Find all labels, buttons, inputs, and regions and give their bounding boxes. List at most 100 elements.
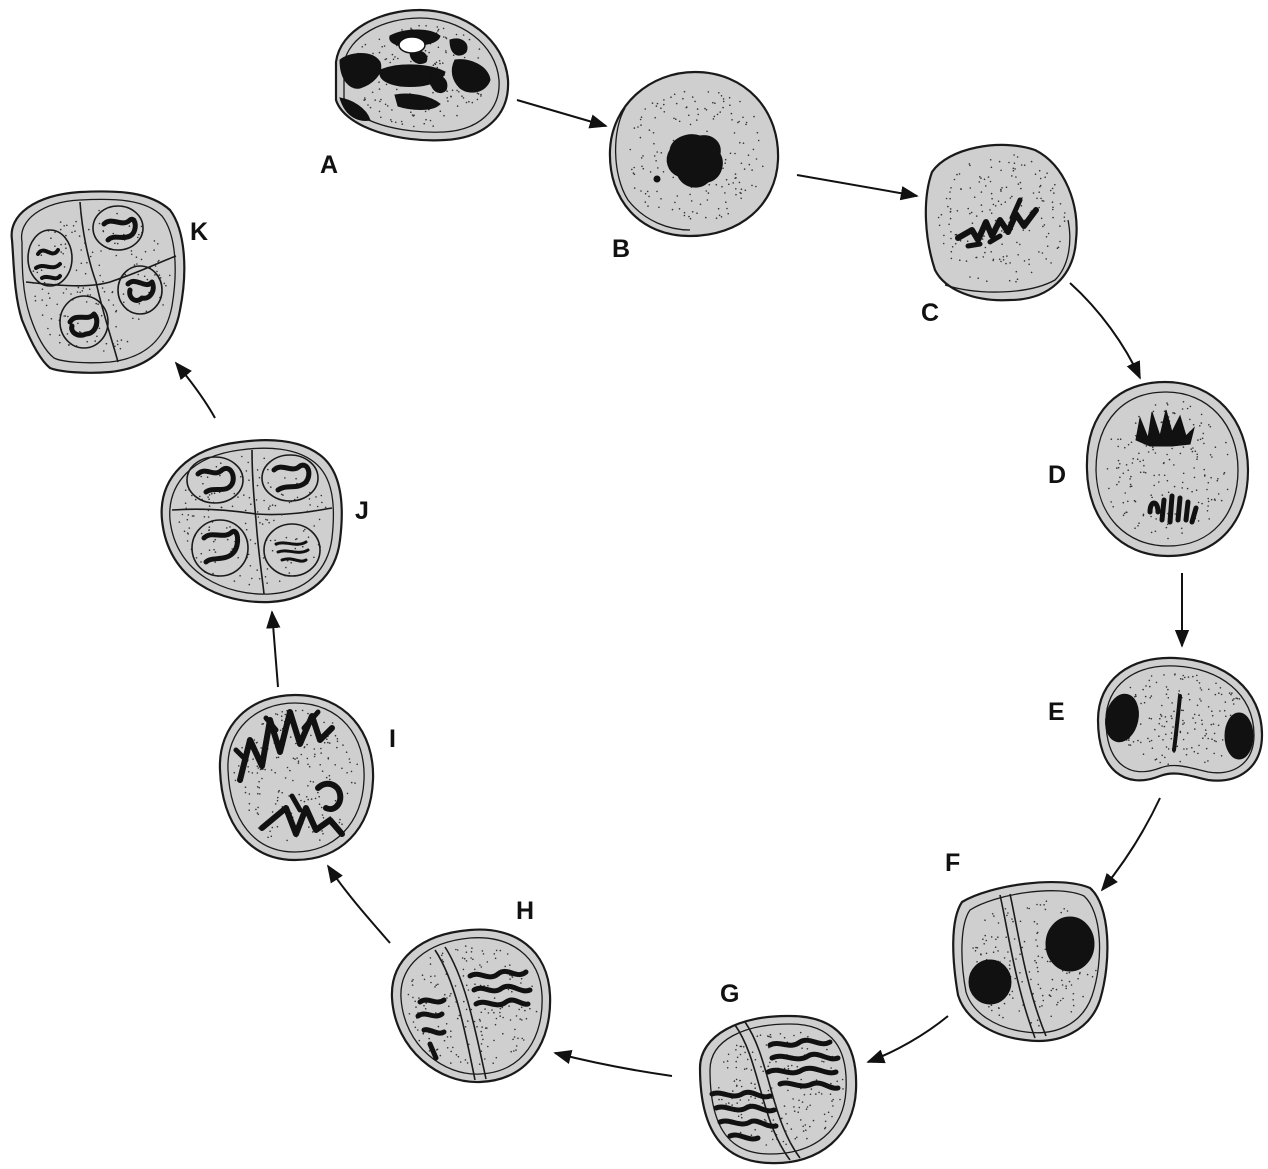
stipple-dot: [237, 556, 239, 559]
stipple-dot: [100, 250, 102, 252]
stipple-dot: [1009, 262, 1011, 264]
stipple-dot: [383, 45, 386, 47]
stipple-dot: [1223, 709, 1226, 712]
cell-k-chromatin: [34, 216, 156, 338]
stipple-dot: [750, 1134, 753, 1136]
stipple-dot: [510, 1050, 512, 1053]
stipple-dot: [294, 758, 296, 760]
stipple-dot: [515, 1049, 517, 1051]
stipple-dot: [1011, 990, 1014, 993]
stipple-dot: [98, 222, 101, 225]
stipple-dot: [765, 1120, 767, 1122]
stipple-dot: [983, 235, 985, 237]
stipple-dot: [410, 27, 412, 30]
stipple-dot: [1166, 479, 1169, 482]
stipple-dot: [1158, 474, 1160, 476]
stipple-dot: [95, 302, 97, 305]
stipple-dot: [456, 105, 459, 107]
stipple-dot: [1182, 472, 1185, 475]
stipple-dot: [1206, 488, 1208, 491]
stipple-dot: [289, 736, 292, 738]
stipple-dot: [274, 771, 277, 774]
stipple-dot: [727, 1053, 730, 1056]
stipple-dot: [696, 119, 698, 121]
stipple-dot: [342, 744, 344, 746]
stipple-dot: [361, 46, 364, 48]
stipple-dot: [1021, 946, 1024, 949]
stipple-dot: [354, 782, 356, 784]
stipple-dot: [511, 976, 514, 978]
stipple-dot: [674, 201, 676, 204]
stipple-dot: [178, 521, 181, 523]
cell-f-nucleus-left: [968, 959, 1012, 1005]
stipple-dot: [130, 253, 133, 256]
stipple-dot: [418, 24, 420, 27]
stipple-dot: [1165, 733, 1167, 736]
stipple-dot: [1213, 752, 1215, 755]
stipple-dot: [641, 165, 643, 168]
stipple-dot: [300, 799, 302, 802]
stipple-dot: [303, 746, 306, 749]
stipple-dot: [1203, 442, 1205, 445]
stipple-dot: [1154, 452, 1157, 454]
stipple-dot: [296, 496, 299, 499]
stipple-dot: [264, 768, 266, 771]
stipple-dot: [103, 350, 105, 352]
stipple-dot: [725, 178, 728, 181]
cell-d: [1085, 380, 1250, 558]
stipple-dot: [1143, 464, 1145, 467]
stipple-dot: [950, 257, 953, 260]
stipple-dot: [271, 504, 274, 506]
stipple-dot: [704, 107, 706, 110]
stipple-dot: [786, 1122, 788, 1125]
stipple-dot: [655, 160, 657, 162]
stipple-dot: [191, 515, 194, 517]
stipple-dot: [445, 50, 447, 52]
stipple-dot: [733, 1080, 736, 1082]
stipple-dot: [281, 791, 284, 794]
stipple-dot: [80, 262, 83, 265]
stipple-dot: [1017, 183, 1020, 185]
stipple-dot: [1062, 997, 1064, 1000]
stipple-dot: [660, 107, 662, 109]
stipple-dot: [212, 572, 214, 575]
stipple-dot: [949, 217, 952, 220]
stipple-dot: [648, 195, 650, 198]
stipple-dot: [278, 789, 281, 792]
stipple-dot: [506, 953, 509, 955]
cell-k: [10, 190, 186, 374]
stipple-dot: [655, 105, 658, 107]
stipple-dot: [1142, 514, 1145, 517]
stipple-dot: [1155, 518, 1157, 520]
stipple-dot: [535, 1010, 538, 1013]
stipple-dot: [722, 100, 725, 103]
stipple-dot: [1039, 987, 1042, 990]
stipple-dot: [1065, 987, 1067, 990]
stipple-dot: [267, 507, 270, 509]
stipple-dot: [378, 88, 381, 90]
stipple-dot: [640, 157, 643, 159]
arrow-c-to-d: [1069, 282, 1141, 380]
stipple-dot: [429, 963, 432, 965]
stipple-dot: [1043, 224, 1046, 226]
stipple-dot: [1203, 468, 1205, 471]
stipple-dot: [830, 1067, 832, 1069]
stipple-dot: [430, 975, 432, 978]
stipple-dot: [1061, 984, 1064, 986]
stipple-dot: [744, 189, 747, 192]
stipple-dot: [468, 1043, 470, 1046]
stipple-dot: [423, 978, 426, 981]
stipple-dot: [509, 1019, 512, 1021]
stipple-dot: [408, 1013, 411, 1015]
stipple-dot: [258, 578, 261, 580]
cell-a-nucleolus: [398, 36, 426, 54]
stipple-dot: [251, 577, 253, 580]
stipple-dot: [40, 254, 43, 256]
stipple-dot: [1144, 472, 1147, 474]
stipple-dot: [478, 1063, 481, 1065]
stipple-dot: [257, 806, 259, 809]
stipple-dot: [465, 101, 468, 104]
stipple-dot: [744, 1051, 746, 1054]
stipple-dot: [1078, 972, 1081, 975]
stipple-dot: [309, 504, 311, 506]
